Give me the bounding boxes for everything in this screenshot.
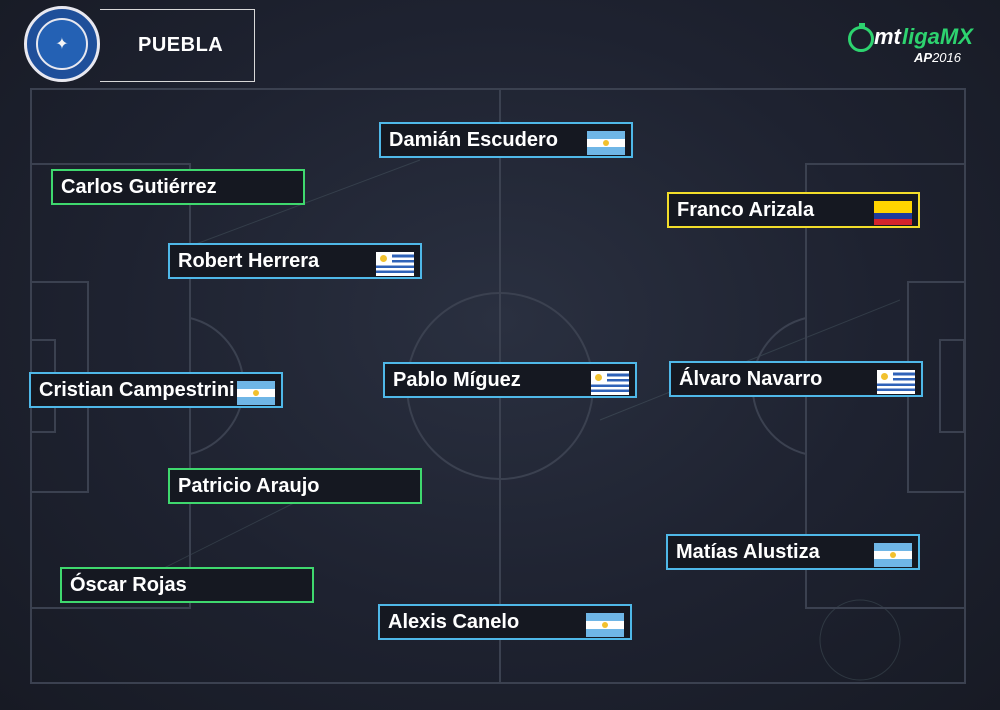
argentina-flag-icon (237, 381, 275, 405)
player-name: Damián Escudero (389, 128, 558, 151)
player-name: Pablo Míguez (393, 368, 521, 391)
team-header: PUEBLA (100, 9, 255, 82)
player-name: Franco Arizala (677, 198, 815, 221)
player-name: Robert Herrera (178, 249, 320, 272)
brand-mt: mt (874, 24, 901, 49)
player-card-arizala: Franco Arizala (667, 192, 920, 228)
team-name: PUEBLA (138, 34, 224, 56)
uruguay-flag-icon (877, 370, 915, 394)
player-name: Carlos Gutiérrez (61, 175, 217, 198)
uruguay-flag-icon (376, 252, 414, 276)
player-card-escudero: Damián Escudero (379, 122, 633, 158)
brand-season: AP2016 (914, 50, 961, 65)
club-crest-logo: ✦ (24, 6, 100, 82)
argentina-flag-icon (587, 131, 625, 155)
uruguay-flag-icon (591, 371, 629, 395)
player-card-rojas: Óscar Rojas (60, 567, 314, 603)
stopwatch-icon (848, 23, 874, 52)
player-name: Patricio Araujo (178, 474, 320, 497)
player-card-miguez: Pablo Míguez (383, 362, 637, 398)
player-name: Óscar Rojas (70, 573, 187, 596)
player-card-alustiza: Matías Alustiza (666, 534, 920, 570)
colombia-flag-icon (874, 201, 912, 225)
player-card-gutierrez: Carlos Gutiérrez (51, 169, 305, 205)
brand-ligamx: ligaMX (902, 24, 973, 49)
player-card-herrera: Robert Herrera (168, 243, 422, 279)
argentina-flag-icon (874, 543, 912, 567)
player-card-campestrini: Cristian Campestrini (29, 372, 283, 408)
player-name: Álvaro Navarro (679, 367, 823, 390)
player-name: Alexis Canelo (388, 610, 520, 633)
player-card-canelo: Alexis Canelo (378, 604, 632, 640)
argentina-flag-icon (586, 613, 624, 637)
player-name: Cristian Campestrini (39, 378, 235, 401)
player-card-araujo: Patricio Araujo (168, 468, 422, 504)
league-brand-logo: mt ligaMX AP2016 (848, 23, 978, 70)
player-name: Matías Alustiza (676, 540, 820, 563)
player-card-navarro: Álvaro Navarro (669, 361, 923, 397)
